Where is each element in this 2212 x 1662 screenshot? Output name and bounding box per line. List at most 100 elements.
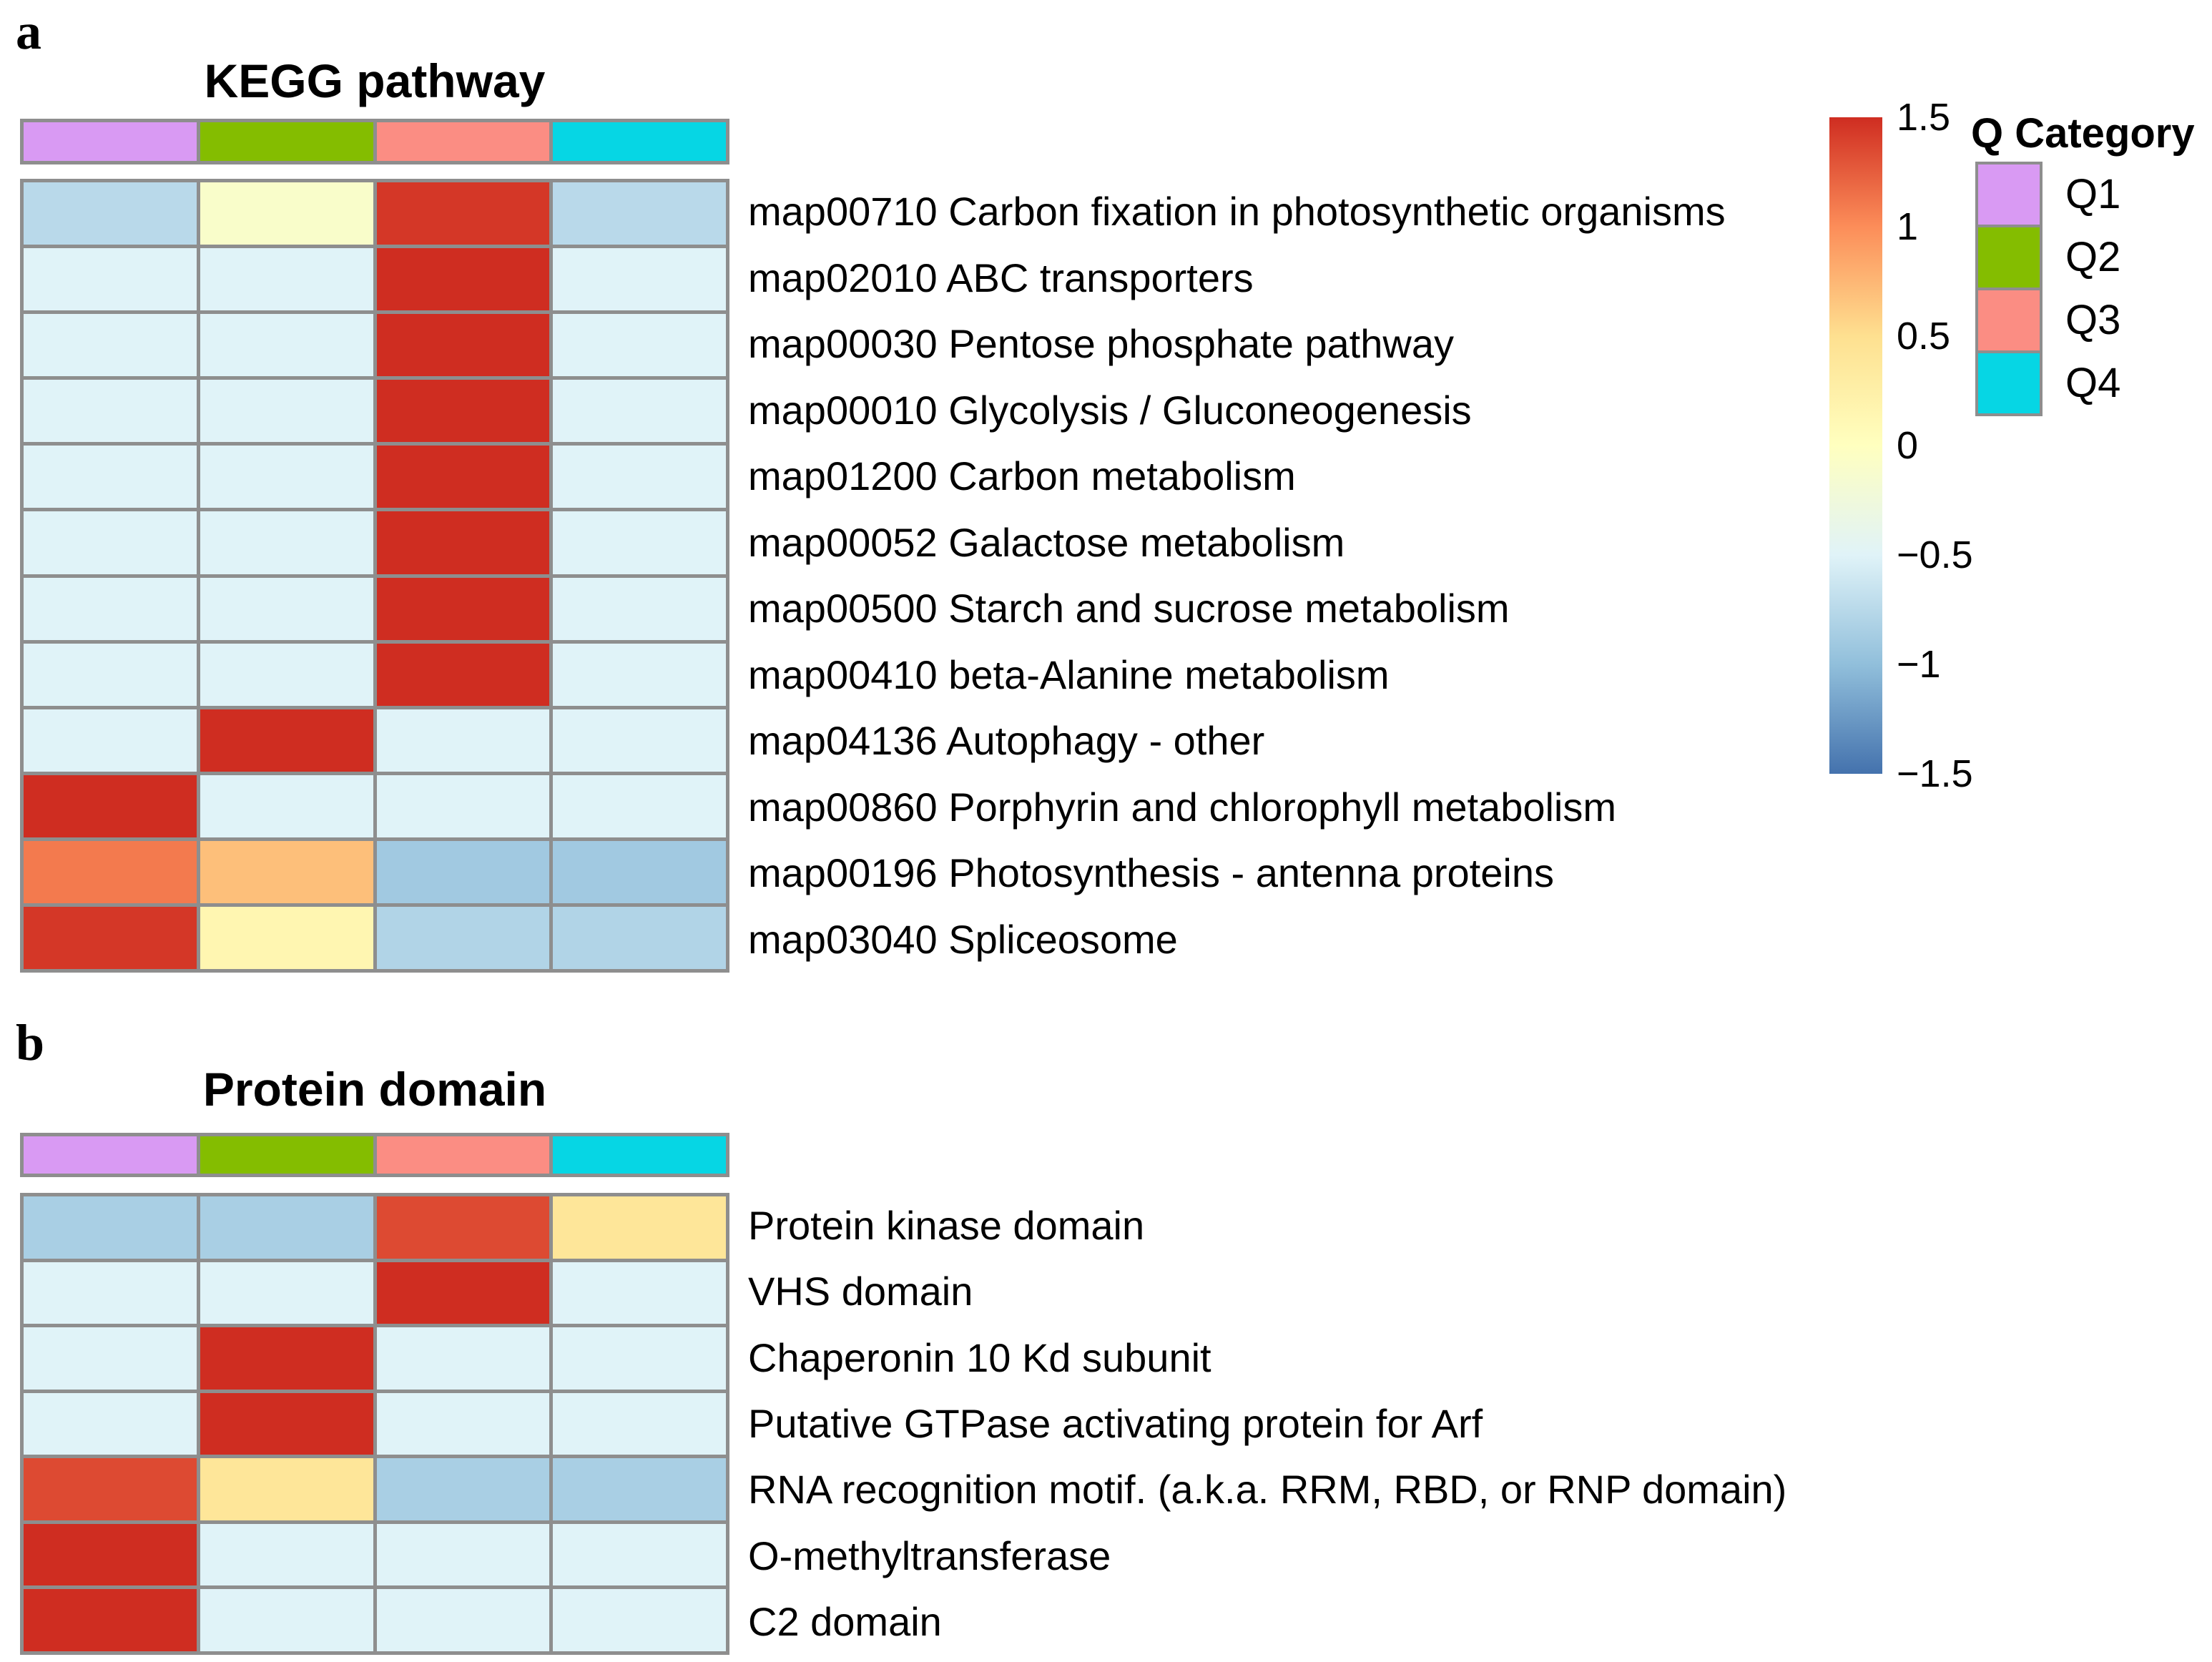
colorbar-tick-label: −1.5 [1897, 752, 1973, 795]
heatmap-cell [200, 1458, 373, 1520]
heatmap-cell [200, 1196, 373, 1259]
panel-b-letter: b [16, 1014, 45, 1071]
q-category-legend-title: Q Category [1971, 110, 2195, 157]
heatmap-cell [376, 1589, 550, 1651]
heatmap-cell [553, 248, 726, 311]
panel-b-title: Protein domain [202, 1063, 547, 1116]
q-category-header-q3 [376, 122, 550, 161]
heatmap-cell [200, 248, 373, 311]
heatmap-cell [24, 1458, 197, 1520]
legend-label-q4: Q4 [2065, 360, 2121, 406]
panel-a-letter: a [16, 3, 41, 60]
heatmap-cell [24, 248, 197, 311]
row-label: Protein kinase domain [748, 1203, 1145, 1249]
row-label: map00860 Porphyrin and chlorophyll metab… [748, 784, 1617, 830]
colorbar-tick-label: −1 [1897, 643, 1941, 686]
q-category-header-q1 [24, 122, 197, 161]
heatmap-cell [553, 380, 726, 443]
heatmap-cell [24, 1196, 197, 1259]
heatmap-cell [376, 1262, 550, 1324]
heatmap-cell [553, 1589, 726, 1651]
heatmap-cell [24, 511, 197, 574]
heatmap-cell [200, 840, 373, 903]
heatmap-cell [376, 182, 550, 245]
heatmap-cell [24, 775, 197, 837]
heatmap-cell [376, 1196, 550, 1259]
q-category-header-q4 [553, 122, 726, 161]
heatmap-cell [24, 1327, 197, 1390]
row-label: VHS domain [748, 1269, 973, 1314]
row-label: map00196 Photosynthesis - antenna protei… [748, 850, 1554, 896]
row-label: map01200 Carbon metabolism [748, 453, 1296, 499]
heatmap-cell [553, 906, 726, 969]
row-label: C2 domain [748, 1598, 942, 1644]
heatmap-cell [553, 1458, 726, 1520]
row-label: RNA recognition motif. (a.k.a. RRM, RBD,… [748, 1467, 1787, 1513]
legend-label-q1: Q1 [2065, 171, 2121, 217]
row-label: map00010 Glycolysis / Gluconeogenesis [748, 387, 1472, 433]
row-label: map00500 Starch and sucrose metabolism [748, 586, 1510, 631]
row-label: Putative GTPase activating protein for A… [748, 1401, 1483, 1446]
q-category-legend-swatches [1975, 162, 2043, 416]
q-category-header-q3 [376, 1136, 550, 1174]
panel-a-q-category-strip [20, 119, 729, 164]
heatmap-cell [24, 1589, 197, 1651]
heatmap-cell [200, 1392, 373, 1455]
panel-b-heatmap [20, 1193, 729, 1655]
q-category-header-q4 [553, 1136, 726, 1174]
heatmap-cell [553, 643, 726, 706]
heatmap-cell [376, 1327, 550, 1390]
legend-swatch-q2 [1978, 227, 2040, 287]
heatmap-cell [24, 1262, 197, 1324]
heatmap-cell [200, 380, 373, 443]
heatmap-cell [376, 511, 550, 574]
heatmap-cell [200, 1523, 373, 1586]
heatmap-cell [553, 511, 726, 574]
heatmap-cell [200, 709, 373, 772]
colorbar-tick-label: 0.5 [1897, 314, 1951, 358]
heatmap-cell [24, 314, 197, 377]
legend-swatch-q4 [1978, 353, 2040, 413]
heatmap-cell [553, 1523, 726, 1586]
colorbar-tick-label: −0.5 [1897, 533, 1973, 576]
heatmap-cell [24, 906, 197, 969]
heatmap-cell [24, 446, 197, 508]
heatmap-cell [553, 1392, 726, 1455]
heatmap-cell [553, 1262, 726, 1324]
row-label: map04136 Autophagy - other [748, 718, 1265, 764]
heatmap-cell [200, 1327, 373, 1390]
row-label: O-methyltransferase [748, 1533, 1111, 1578]
heatmap-cell [200, 314, 373, 377]
heatmap-cell [200, 577, 373, 640]
heatmap-cell [553, 775, 726, 837]
heatmap-cell [553, 182, 726, 245]
colorbar-tick-label: 1.5 [1897, 96, 1951, 139]
heatmap-cell [553, 1327, 726, 1390]
colorbar-tick-label: 0 [1897, 424, 1919, 467]
heatmap-cell [200, 643, 373, 706]
heatmap-cell [376, 906, 550, 969]
heatmap-cell [200, 775, 373, 837]
row-label: Chaperonin 10 Kd subunit [748, 1334, 1211, 1380]
heatmap-cell [200, 182, 373, 245]
heatmap-cell [24, 1523, 197, 1586]
q-category-header-q2 [200, 122, 373, 161]
heatmap-cell [200, 906, 373, 969]
legend-swatch-q3 [1978, 290, 2040, 350]
heatmap-cell [200, 446, 373, 508]
heatmap-cell [376, 1392, 550, 1455]
heatmap-cell [24, 380, 197, 443]
heatmap-cell [553, 577, 726, 640]
q-category-header-q1 [24, 1136, 197, 1174]
heatmap-cell [24, 577, 197, 640]
heatmap-cell [376, 314, 550, 377]
row-label: map00052 Galactose metabolism [748, 519, 1345, 565]
legend-label-q3: Q3 [2065, 297, 2121, 343]
row-label: map00410 beta-Alanine metabolism [748, 651, 1390, 697]
heatmap-cell [553, 1196, 726, 1259]
heatmap-cell [24, 709, 197, 772]
heatmap-cell [376, 1523, 550, 1586]
row-label: map02010 ABC transporters [748, 255, 1254, 300]
q-category-header-q2 [200, 1136, 373, 1174]
heatmap-cell [376, 643, 550, 706]
